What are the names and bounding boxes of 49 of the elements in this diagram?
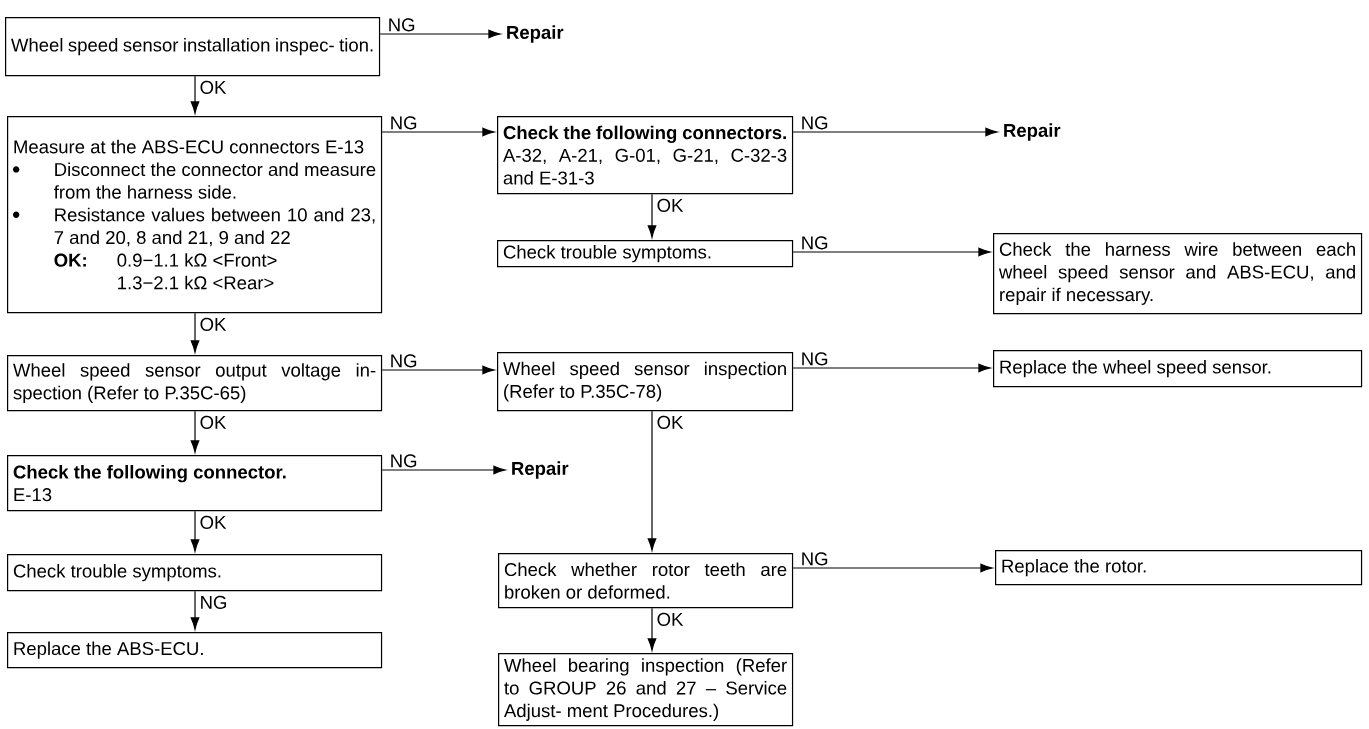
- arrow: [381, 465, 506, 475]
- edge-label: NG: [799, 114, 830, 131]
- edge-label: NG: [386, 16, 417, 33]
- edge-label: OK: [198, 514, 228, 531]
- edge-label: OK: [655, 414, 685, 431]
- arrow: [190, 75, 200, 114]
- arrow: [647, 410, 657, 551]
- edge-label: NG: [388, 114, 419, 131]
- edge-label: OK: [198, 79, 228, 96]
- arrow: [381, 365, 495, 375]
- arrow: [190, 410, 200, 453]
- process-box: Check whether rotor teeth are broken or deformed.: [498, 553, 794, 609]
- edge-label: OK: [198, 316, 228, 333]
- process-box: Check the following connectors. A-32, A-21, G-01, G-21, C-32-3 and E-31-3: [497, 116, 794, 195]
- arrow: [381, 127, 495, 137]
- edge-label: NG: [799, 350, 830, 367]
- process-box: Wheel speed sensor output voltage in- spection (Refer to P.35C-65): [7, 355, 383, 412]
- arrow: [190, 510, 200, 552]
- process-box: Check the harness wire between each wheel speed sensor and ABS-ECU, and repair if necessary.: [993, 233, 1363, 315]
- edge-label: NG: [799, 550, 830, 567]
- edge-label: OK: [655, 197, 685, 214]
- process-box: Wheel speed sensor installation inspec- tion.: [5, 17, 381, 77]
- outcome-text: Repair: [512, 461, 569, 479]
- process-box: Replace the wheel speed sensor.: [993, 350, 1363, 388]
- process-box: Check the following connector. E-13: [7, 455, 383, 512]
- edge-label: OK: [655, 611, 685, 628]
- edge-label: NG: [799, 234, 830, 251]
- arrow: [647, 193, 657, 238]
- arrow: [379, 29, 501, 39]
- process-box: Replace the rotor.: [995, 550, 1363, 586]
- process-box: Replace the ABS-ECU.: [7, 632, 383, 669]
- arrow: [190, 312, 200, 353]
- process-box: Check trouble symptoms.: [7, 554, 383, 592]
- outcome-text: Repair: [1004, 123, 1061, 141]
- process-box: Check trouble symptoms.: [497, 240, 794, 268]
- process-box: Wheel bearing inspection (Refer to GROUP 26 and 27 – Service Adjust- ment Procedures.): [498, 653, 794, 727]
- arrow: [792, 563, 993, 573]
- edge-label: NG: [388, 452, 419, 469]
- process-box: Wheel speed sensor inspection (Refer to P.35C-78): [497, 352, 794, 412]
- arrow: [647, 607, 657, 651]
- edge-label: NG: [198, 594, 229, 611]
- arrow: [792, 363, 991, 373]
- outcome-text: Repair: [507, 25, 564, 43]
- edge-label: OK: [198, 414, 228, 431]
- edge-label: NG: [388, 352, 419, 369]
- process-box: Measure at the ABS-ECU connectors E-13 Disconnect the connector and measure from the harness side. Resistance values between 10 and 23, 7 and 20, 8 and 21, 9 and 22 OK: 0.9−1.1 kΩ <Front> 1.3−2.1 kΩ <Rear>: [7, 116, 383, 314]
- arrow: [792, 247, 991, 257]
- arrow: [190, 590, 200, 630]
- arrow: [792, 127, 998, 137]
